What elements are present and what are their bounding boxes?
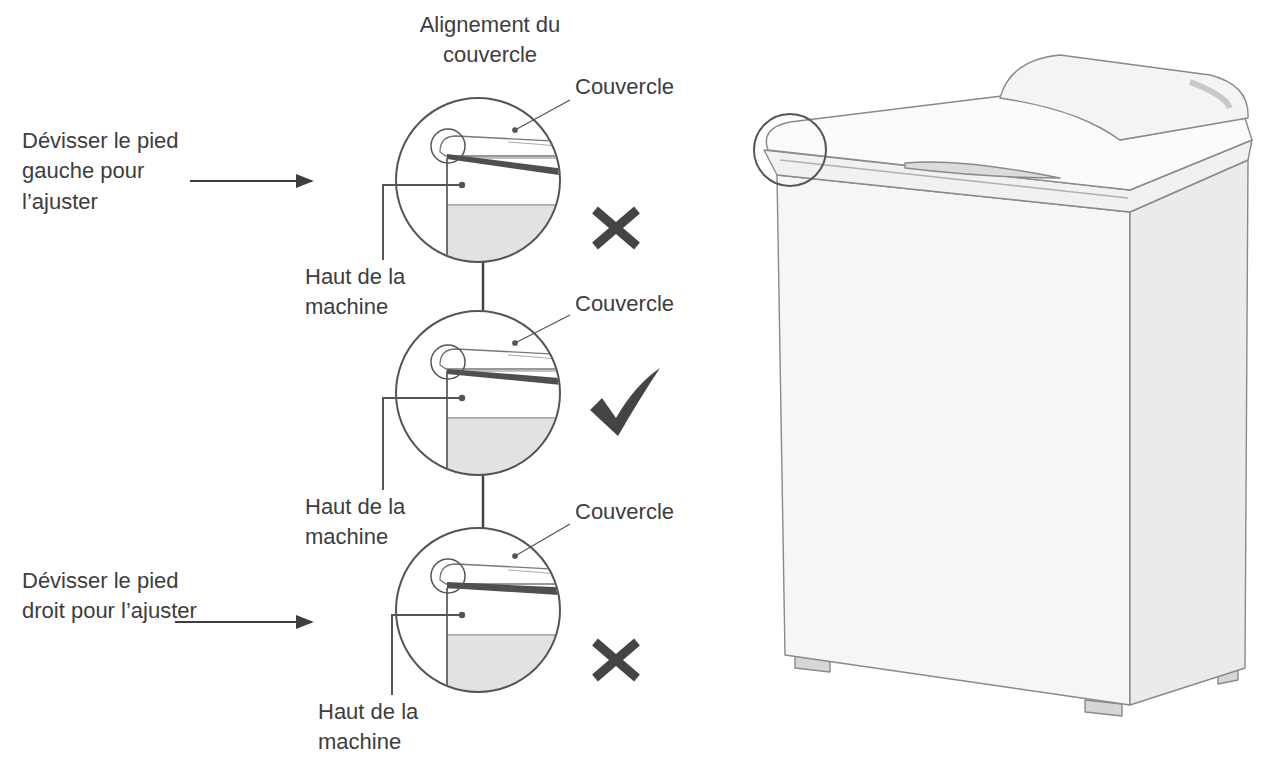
- part-label: Couvercle: [575, 289, 715, 319]
- pointer-arrow: [190, 180, 312, 182]
- zoom-inset: [396, 311, 577, 498]
- heading-label: Alignement du couvercle: [385, 10, 595, 71]
- connector-line: [482, 475, 485, 528]
- zoom-inset: [396, 528, 577, 715]
- zoom-ring: [754, 114, 826, 186]
- part-label: Haut de la machine: [305, 262, 455, 323]
- leader-line: [383, 183, 464, 695]
- washing-machine: [764, 55, 1252, 716]
- part-label: Couvercle: [575, 72, 715, 102]
- cross-mark: [595, 210, 637, 246]
- check-mark: [590, 368, 660, 436]
- instruction-note: Dévisser le pied droit pour l’ajuster: [22, 566, 222, 627]
- connector-line: [482, 262, 485, 311]
- cross-mark: [595, 642, 637, 678]
- part-label: Haut de la machine: [318, 697, 468, 758]
- leader-line: [513, 100, 570, 558]
- zoom-inset: [396, 98, 577, 285]
- instruction-note: Dévisser le pied gauche pour l’ajuster: [22, 126, 222, 217]
- part-label: Couvercle: [575, 497, 715, 527]
- part-label: Haut de la machine: [305, 492, 455, 553]
